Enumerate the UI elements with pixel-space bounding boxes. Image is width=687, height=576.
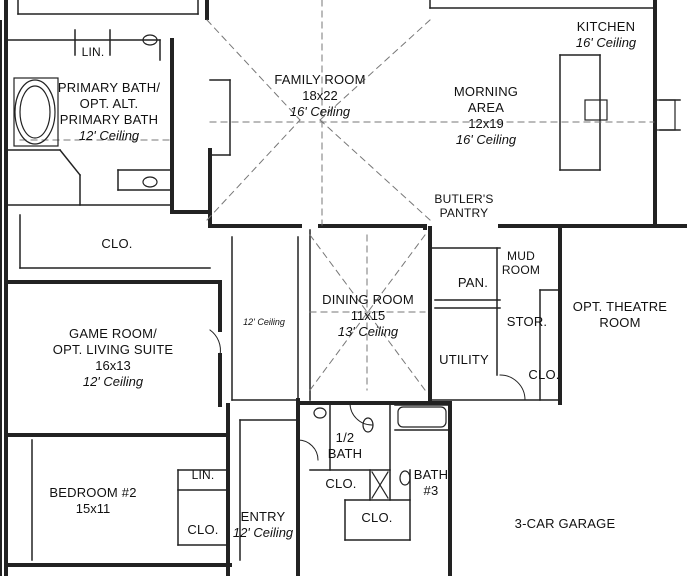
game-room-name2: OPT. LIVING SUITE <box>52 342 174 357</box>
clo-bath3-label: CLO. <box>361 510 392 526</box>
gallery-ceiling: 12' Ceiling <box>243 317 285 327</box>
primary-bath-name3: PRIMARY BATH <box>59 112 159 127</box>
mud-room-label: MUD ROOM <box>502 249 540 277</box>
utility-name: UTILITY <box>439 352 489 367</box>
family-room-dim: 18x22 <box>302 88 338 103</box>
kitchen-ceiling: 16' Ceiling <box>575 35 637 50</box>
lin-bed-name: LIN. <box>191 468 215 482</box>
garage-name: 3-CAR GARAGE <box>514 516 616 531</box>
morning-area-ceiling: 16' Ceiling <box>455 132 517 147</box>
stor-label: STOR. <box>507 314 548 330</box>
dining-room-dim: 11x15 <box>350 308 386 323</box>
bedroom2-name: BEDROOM #2 <box>49 485 137 500</box>
morning-area-label: MORNING AREA 12x19 16' Ceiling <box>454 84 518 148</box>
bedroom2-label: BEDROOM #2 15x11 <box>49 485 136 517</box>
dining-room-label: DINING ROOM 11x15 13' Ceiling <box>322 292 414 340</box>
clo-utility-name: CLO. <box>528 367 560 382</box>
lin-top-label: LIN. <box>82 45 105 59</box>
pan-label: PAN. <box>458 275 488 291</box>
kitchen-name: KITCHEN <box>576 19 636 34</box>
kitchen-label: KITCHEN 16' Ceiling <box>576 19 636 51</box>
game-room-ceiling: 12' Ceiling <box>82 374 144 389</box>
dining-room-name: DINING ROOM <box>322 292 414 307</box>
bath3-name1: BATH <box>413 467 449 482</box>
fixtures <box>13 34 676 499</box>
family-room-name: FAMILY ROOM <box>274 72 366 87</box>
half-bath-name2: BATH <box>327 446 363 461</box>
family-room-label: FAMILY ROOM 18x22 16' Ceiling <box>274 72 365 120</box>
door-swings <box>209 329 526 461</box>
theatre-name1: OPT. THEATRE <box>572 299 668 314</box>
mud-room-name2: ROOM <box>501 263 541 277</box>
stor-name: STOR. <box>506 314 548 329</box>
game-room-name1: GAME ROOM/ <box>69 326 157 341</box>
clo-bed-label: CLO. <box>187 522 218 538</box>
butlers-pantry-label: BUTLER'S PANTRY <box>434 192 493 220</box>
bath3-name2: #3 <box>423 483 439 498</box>
half-bath-name1: 1/2 <box>335 430 355 445</box>
clo-bath3-name: CLO. <box>361 510 393 525</box>
clo-primary-name: CLO. <box>101 236 133 251</box>
primary-bath-label: PRIMARY BATH/ OPT. ALT. PRIMARY BATH 12'… <box>58 80 160 144</box>
bedroom2-dim: 15x11 <box>75 501 111 516</box>
clo-bed-name: CLO. <box>187 522 219 537</box>
theatre-name2: ROOM <box>599 315 641 330</box>
gallery-label: 12' Ceiling <box>243 314 285 330</box>
bath3-label: BATH #3 <box>414 467 449 499</box>
theatre-label: OPT. THEATRE ROOM <box>573 299 667 331</box>
game-room-label: GAME ROOM/ OPT. LIVING SUITE 16x13 12' C… <box>53 326 173 390</box>
primary-bath-name2: OPT. ALT. <box>79 96 139 111</box>
lin-top-name: LIN. <box>81 45 105 59</box>
half-bath-label: 1/2 BATH <box>328 430 363 462</box>
morning-area-dim: 12x19 <box>468 116 504 131</box>
interior-walls <box>5 0 681 561</box>
butlers-pantry-name2: PANTRY <box>439 206 489 220</box>
family-room-ceiling: 16' Ceiling <box>289 104 351 119</box>
entry-label: ENTRY 12' Ceiling <box>233 509 293 541</box>
pan-name: PAN. <box>457 275 489 290</box>
morning-area-name1: MORNING <box>453 84 519 99</box>
game-room-dim: 16x13 <box>95 358 131 373</box>
clo-half-name: CLO. <box>325 476 357 491</box>
lin-bed-label: LIN. <box>192 468 215 482</box>
entry-ceiling: 12' Ceiling <box>232 525 294 540</box>
entry-name: ENTRY <box>240 509 286 524</box>
garage-label: 3-CAR GARAGE <box>515 516 616 532</box>
primary-bath-ceiling: 12' Ceiling <box>78 128 140 143</box>
primary-bath-name1: PRIMARY BATH/ <box>57 80 161 95</box>
butlers-pantry-name1: BUTLER'S <box>434 192 494 206</box>
dining-room-ceiling: 13' Ceiling <box>337 324 399 339</box>
mud-room-name1: MUD <box>507 249 535 263</box>
clo-utility-label: CLO. <box>528 367 559 383</box>
utility-label: UTILITY <box>439 352 489 368</box>
morning-area-name2: AREA <box>467 100 505 115</box>
clo-primary-label: CLO. <box>101 236 132 252</box>
clo-half-label: CLO. <box>325 476 356 492</box>
